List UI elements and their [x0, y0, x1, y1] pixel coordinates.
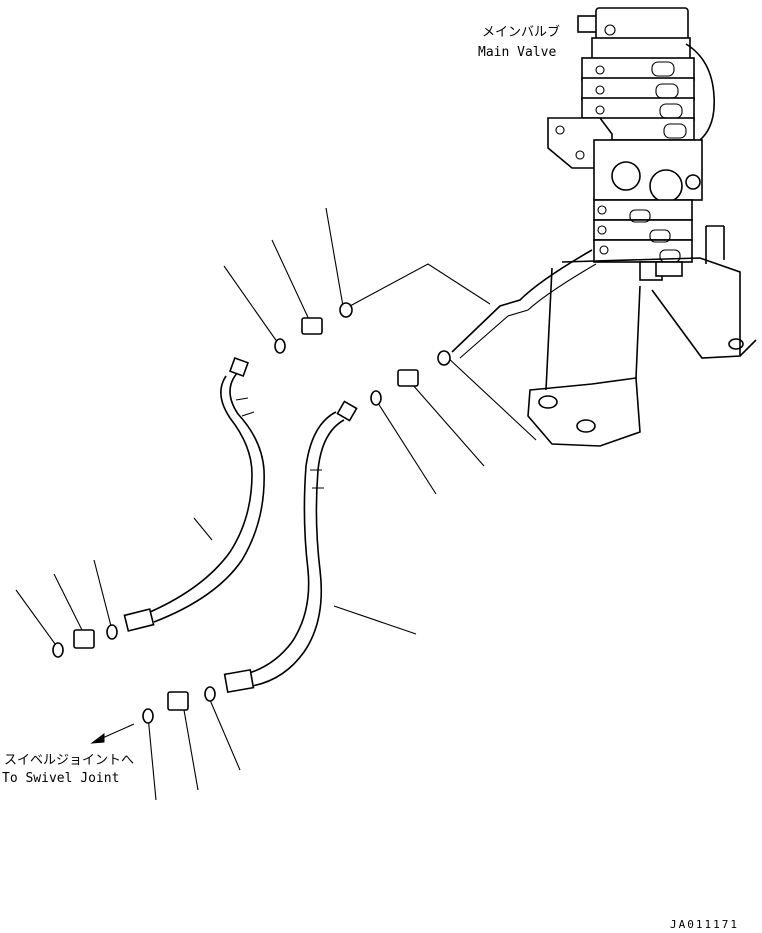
fittings: [52, 302, 451, 724]
adapter: [397, 369, 419, 387]
o-ring: [370, 390, 382, 406]
main-valve-label-en: Main Valve: [478, 45, 556, 60]
o-ring: [274, 338, 286, 354]
valve-pipe: [451, 249, 593, 353]
swivel-arrow: [90, 723, 135, 744]
o-ring: [142, 708, 154, 724]
adapter: [167, 691, 189, 711]
o-ring: [204, 686, 216, 702]
o-ring: [339, 302, 353, 318]
swivel-joint-label-en: To Swivel Joint: [2, 771, 119, 786]
leader-lines: [15, 207, 537, 801]
hose-middle: [223, 400, 358, 694]
main-valve-label-jp: メインバルブ: [482, 24, 560, 40]
swivel-joint-label-jp: スイベルジョイントへ: [4, 753, 134, 768]
drawing-code: JA011171: [670, 918, 739, 931]
o-ring: [106, 624, 118, 640]
o-ring: [437, 350, 451, 366]
o-ring: [52, 642, 64, 658]
adapter: [73, 629, 95, 649]
valve-bracket: [527, 225, 757, 447]
adapter: [301, 317, 323, 335]
main-valve-assembly: [547, 7, 716, 281]
valve-pipe-outer: [459, 263, 597, 359]
hose-left: [123, 357, 265, 632]
